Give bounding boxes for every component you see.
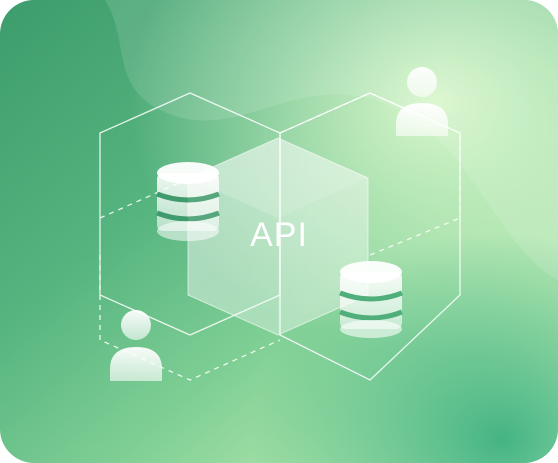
user-icon [396,67,448,136]
api-label: API [250,216,308,254]
right-hexagon-frame [279,92,461,381]
api-cube-glass [188,138,368,335]
database-icon [339,261,403,338]
background-wave [105,0,558,280]
user-icon [110,310,162,381]
database-icon [156,162,220,241]
